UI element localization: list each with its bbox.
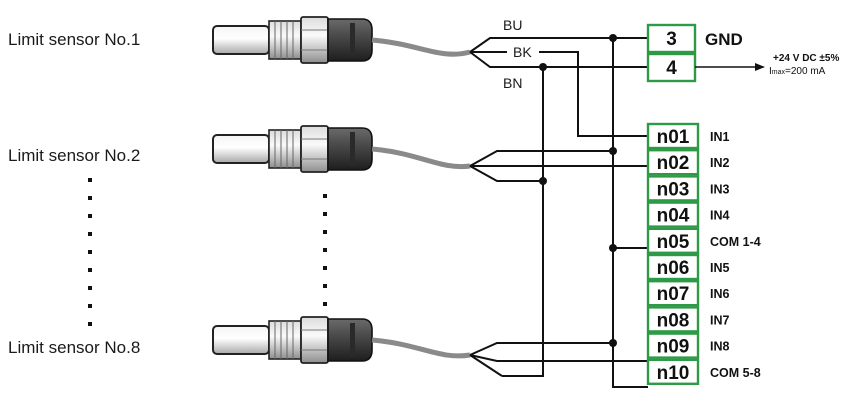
io-terminal-n10: n10 COM 5-8 <box>646 358 761 385</box>
sensor-1-label: Limit sensor No.1 <box>8 30 140 49</box>
power-imax-label: Imax=200 mA <box>769 66 826 77</box>
io-terminal-n05: n05 COM 1-4 <box>646 227 761 255</box>
io-terminal-id: n09 <box>657 337 690 358</box>
io-terminal-signal: IN8 <box>710 340 730 354</box>
io-terminal-id: n08 <box>657 310 690 331</box>
io-terminal-signal: IN7 <box>710 313 730 327</box>
io-terminal-signal: IN1 <box>710 130 730 144</box>
terminal-4-number: 4 <box>666 58 677 79</box>
sensor-1-bk-wire <box>470 51 648 137</box>
io-terminal-n06: n06 IN5 <box>646 253 730 281</box>
wire-label-bk: BK <box>513 44 532 60</box>
wiring <box>469 37 648 388</box>
sensor-1-bn-wire <box>469 51 648 68</box>
io-terminal-id: n01 <box>657 127 690 148</box>
sensor-1-cable <box>371 37 471 57</box>
sensor-8-label: Limit sensor No.8 <box>8 338 140 357</box>
io-terminal-signal: IN3 <box>710 182 730 196</box>
io-terminal-signal: IN4 <box>710 209 730 223</box>
io-terminal-id: n10 <box>657 363 690 384</box>
io-terminal-id: n06 <box>657 258 690 279</box>
terminal-3: 3 <box>646 23 697 54</box>
plus-24v-bus <box>502 67 544 377</box>
io-terminal-id: n04 <box>657 206 690 227</box>
sensor-2-cable <box>371 146 471 170</box>
sensor-8-cable <box>371 337 471 359</box>
io-terminal-id: n05 <box>657 232 690 253</box>
io-terminal-n02: n02 IN2 <box>646 148 730 176</box>
ellipsis-dots-left <box>88 178 92 326</box>
io-terminal-n03: n03 IN3 <box>646 175 730 202</box>
io-terminal-signal: IN6 <box>710 287 730 301</box>
terminal-3-number: 3 <box>666 29 677 50</box>
io-terminal-id: n07 <box>657 284 690 305</box>
io-terminal-n04: n04 IN4 <box>646 201 730 228</box>
sensor-2-label: Limit sensor No.2 <box>8 146 140 165</box>
wire-label-bu: BU <box>503 17 522 33</box>
io-terminal-signal: IN5 <box>710 261 730 275</box>
sensor-8-bn-wire <box>469 354 503 377</box>
wire-label-bn: BN <box>503 75 522 91</box>
io-terminal-id: n02 <box>657 153 690 174</box>
sensor-2-body <box>212 125 373 173</box>
gnd-bus <box>612 38 648 388</box>
power-voltage-label: +24 V DC ±5% <box>773 53 839 64</box>
sensor-1-bu-wire <box>469 37 613 53</box>
io-terminal-signal: IN2 <box>710 156 730 170</box>
io-terminal-signal: COM 5-8 <box>710 366 761 380</box>
sensor-2-bn-wire <box>469 165 543 182</box>
power-arrow-icon <box>755 63 765 71</box>
io-terminal-block: n01 IN1 n02 IN2 n03 IN3 n04 IN4 n05 COM 1-4 n06 IN5… <box>646 122 761 385</box>
sensor-2-bu-wire <box>469 150 613 167</box>
io-terminal-n09: n09 IN8 <box>646 332 730 359</box>
junction-dots <box>539 34 617 347</box>
ellipsis-dots-right <box>323 194 327 306</box>
gnd-label: GND <box>705 30 743 49</box>
sensor-8-body <box>212 316 373 364</box>
io-terminal-n08: n08 IN7 <box>646 306 730 333</box>
io-terminal-n07: n07 IN6 <box>646 280 730 307</box>
sensor-8-bu-wire <box>469 342 613 356</box>
terminal-4: 4 <box>646 52 697 83</box>
io-terminal-id: n03 <box>657 179 690 200</box>
sensor-1-body <box>212 16 373 64</box>
sensor-8-bk-wire <box>469 354 648 362</box>
io-terminal-signal: COM 1-4 <box>710 235 761 249</box>
io-terminal-n01: n01 IN1 <box>646 122 730 150</box>
